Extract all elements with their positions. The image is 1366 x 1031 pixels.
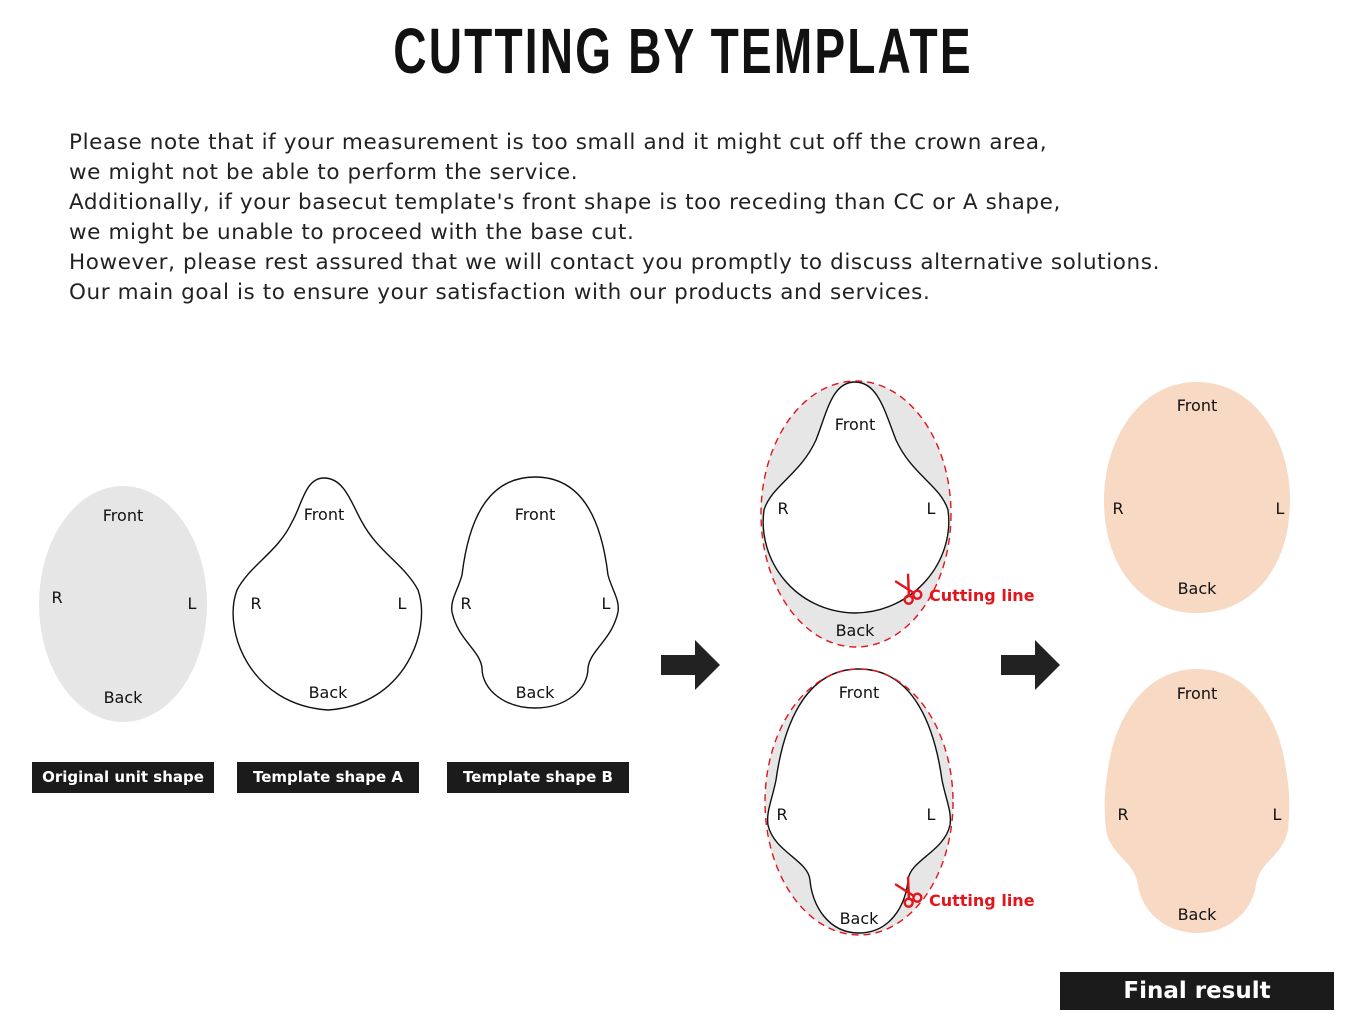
caption-original: Original unit shape [32, 762, 214, 793]
back-label: Back [516, 683, 556, 702]
template-a-outline [762, 381, 950, 614]
note-line: we might be unable to proceed with the b… [69, 220, 635, 245]
front-label: Front [103, 506, 143, 525]
final-shape-b [1104, 669, 1290, 933]
front-label: Front [839, 683, 879, 702]
arrow-right-icon [661, 640, 720, 690]
template-b-outline [450, 476, 620, 709]
left-label: L [188, 594, 197, 613]
cutting-diagram-a: Front R L Back Cutting line [760, 380, 1035, 648]
right-label: R [250, 594, 261, 613]
front-label: Front [835, 415, 875, 434]
left-label: L [927, 499, 936, 518]
right-label: R [460, 594, 471, 613]
note-line: we might not be able to perform the serv… [69, 160, 579, 185]
note-line: However, please rest assured that we wil… [69, 250, 1161, 275]
original-unit-shape: Front R L Back [39, 486, 207, 722]
template-shape-a: Front R L Back [232, 477, 423, 711]
template-b-outline [766, 668, 952, 934]
cutting-line [764, 668, 954, 936]
left-label: L [927, 805, 936, 824]
template-a-outline [232, 477, 423, 711]
note-line: Our main goal is to ensure your satisfac… [69, 280, 931, 305]
right-label: R [776, 805, 787, 824]
note-line: Please note that if your measurement is … [69, 130, 1048, 155]
final-shape-a [1104, 382, 1290, 613]
front-label: Front [1177, 396, 1217, 415]
back-label: Back [840, 909, 880, 928]
cutting-diagram-b: Front R L Back Cutting line [764, 668, 1035, 936]
final-result-b: Front R L Back [1104, 669, 1290, 933]
caption-final-result: Final result [1060, 972, 1334, 1010]
template-shape-b: Front R L Back [450, 476, 620, 709]
cutting-line-label: Cutting line [929, 586, 1035, 605]
right-label: R [777, 499, 788, 518]
right-label: R [1112, 499, 1123, 518]
back-label: Back [1178, 905, 1218, 924]
arrow-right-icon [1001, 640, 1060, 690]
left-label: L [398, 594, 407, 613]
final-result-a: Front R L Back [1104, 382, 1290, 613]
cutting-line [760, 380, 952, 648]
back-label: Back [836, 621, 876, 640]
right-label: R [1117, 805, 1128, 824]
cutting-line-label: Cutting line [929, 891, 1035, 910]
note-line: Additionally, if your basecut template's… [69, 190, 1061, 215]
right-label: R [51, 588, 62, 607]
front-label: Front [515, 505, 555, 524]
back-label: Back [309, 683, 349, 702]
back-label: Back [104, 688, 144, 707]
front-label: Front [1177, 684, 1217, 703]
back-label: Back [1178, 579, 1218, 598]
left-label: L [1273, 805, 1282, 824]
caption-template-a: Template shape A [237, 762, 419, 793]
page-title: CUTTING BY TEMPLATE [393, 15, 973, 87]
left-label: L [602, 594, 611, 613]
caption-template-b: Template shape B [447, 762, 629, 793]
notes-block: Please note that if your measurement is … [69, 128, 1329, 308]
front-label: Front [304, 505, 344, 524]
left-label: L [1276, 499, 1285, 518]
unit-oval [39, 486, 207, 722]
